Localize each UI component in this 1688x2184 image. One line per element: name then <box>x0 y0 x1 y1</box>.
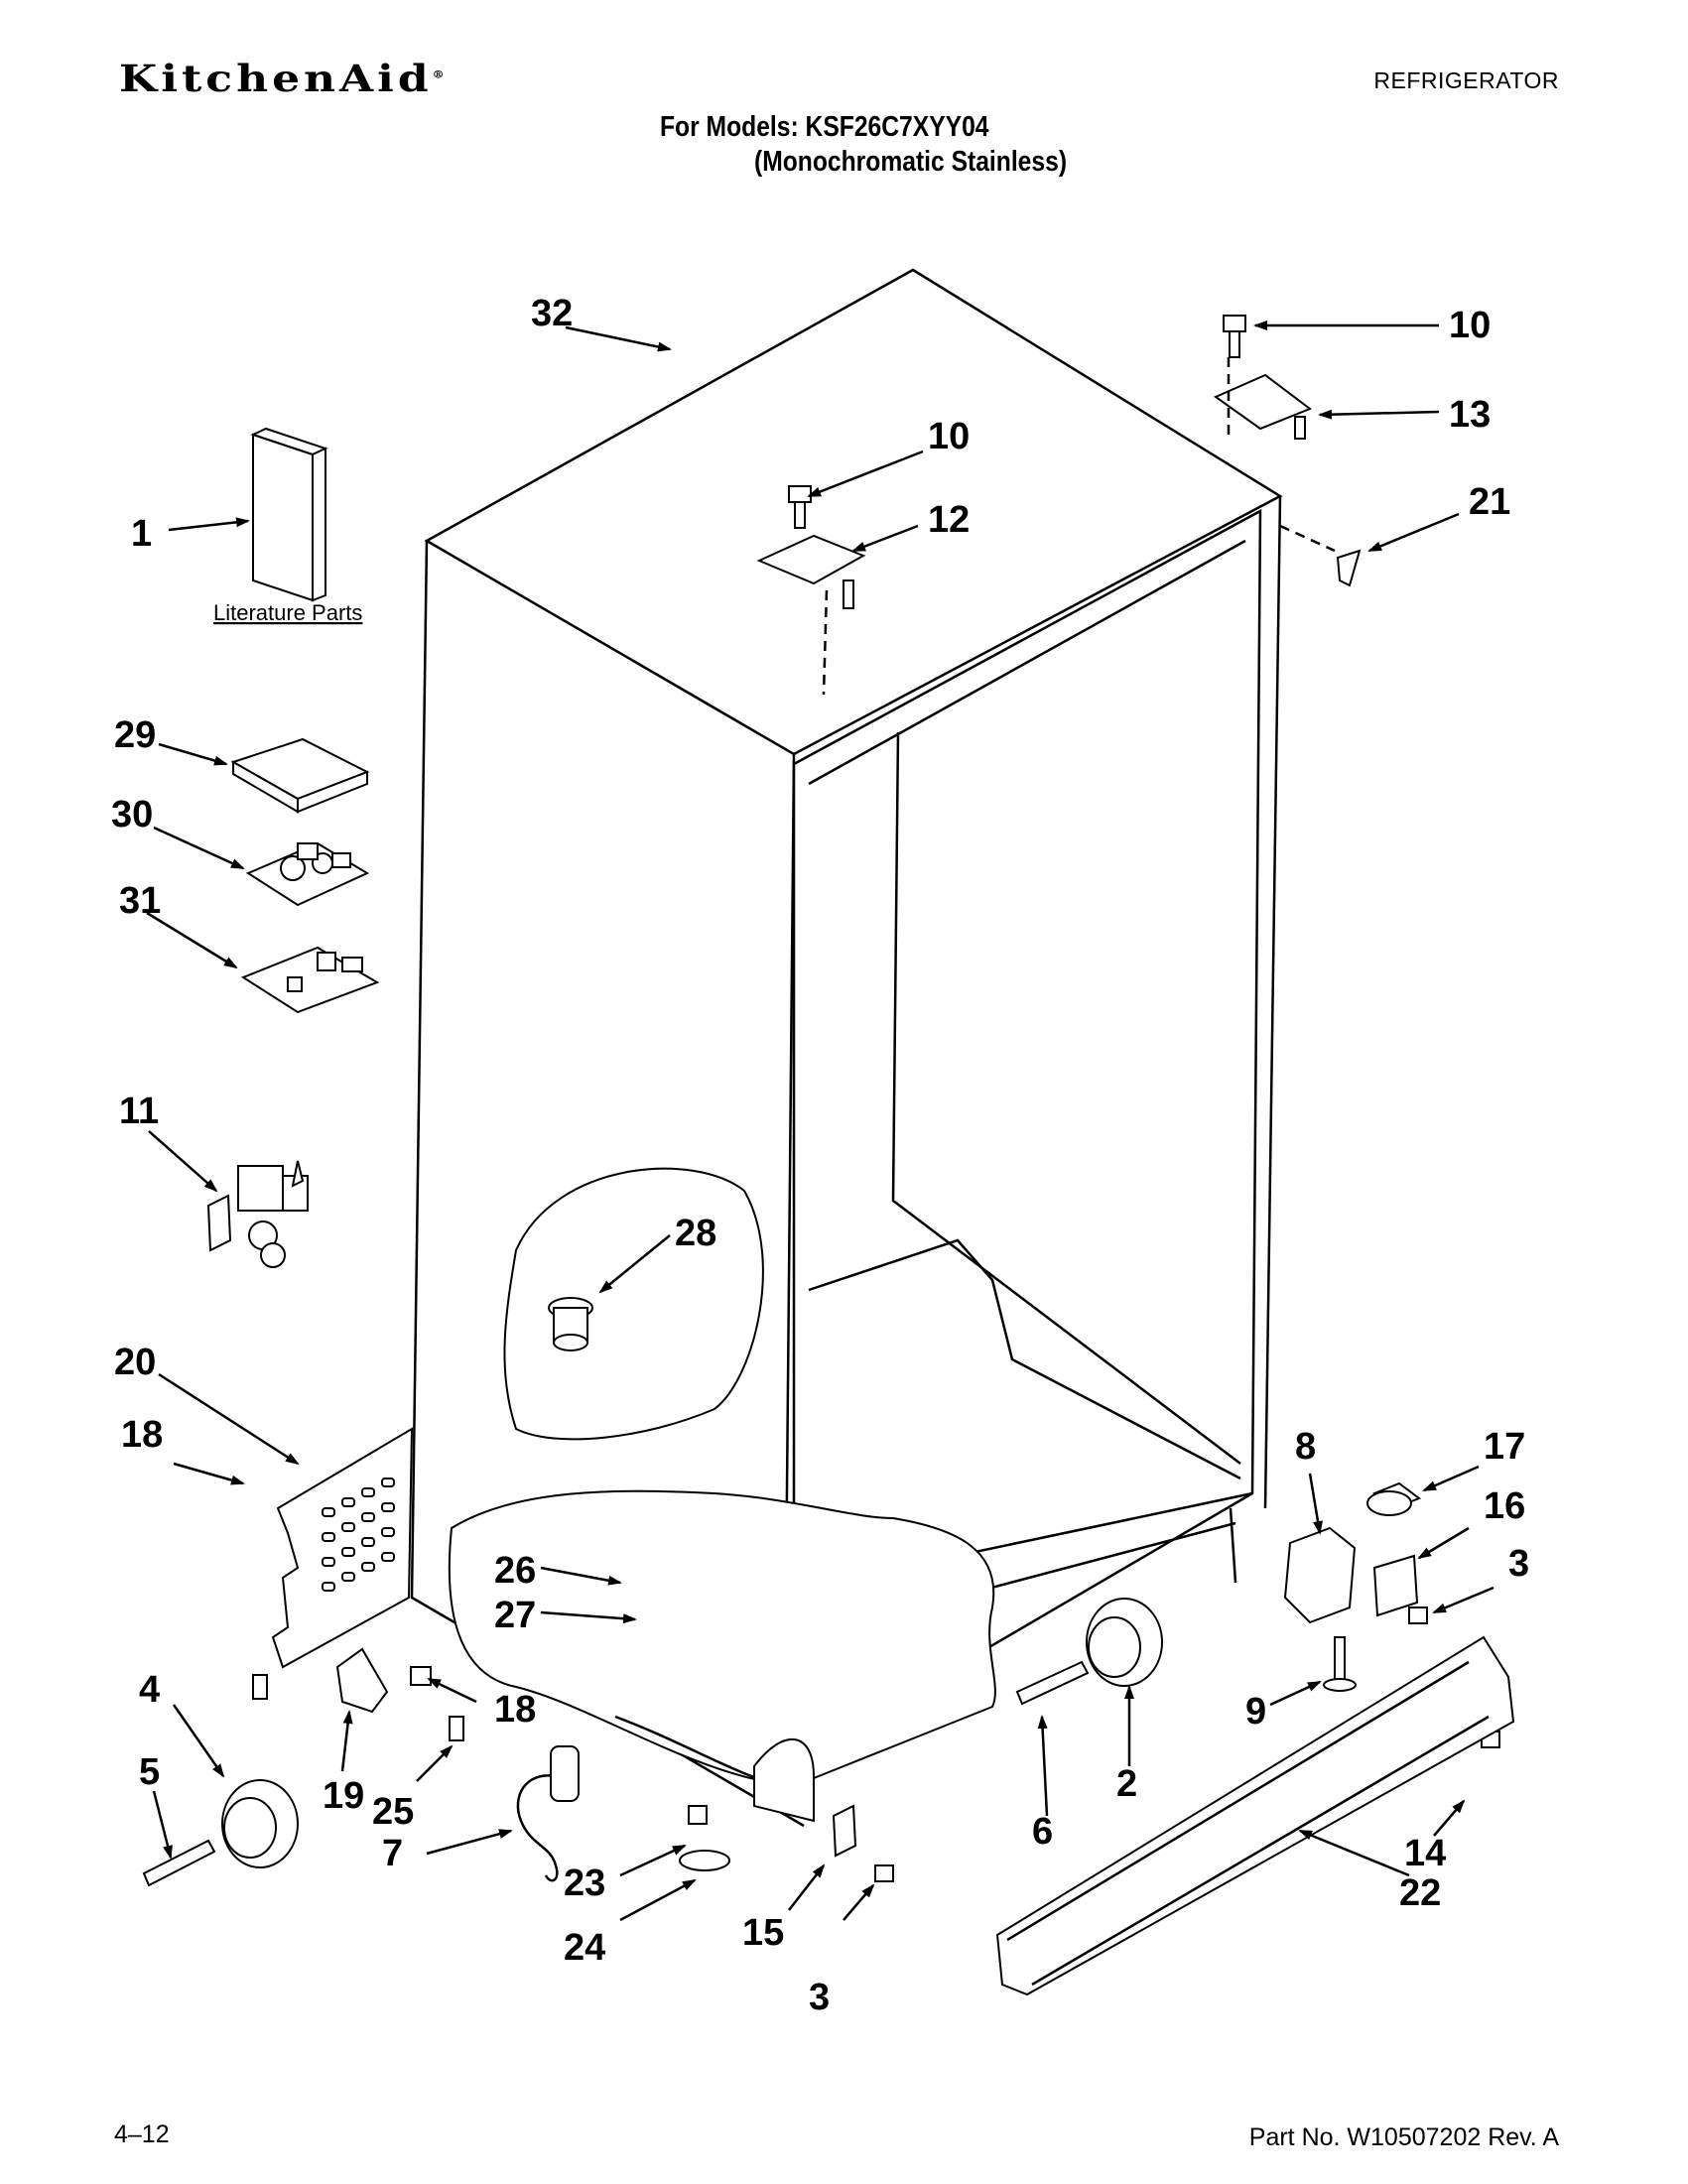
callout-11: 11 <box>119 1091 159 1132</box>
callout-29: 29 <box>114 714 156 756</box>
callout-4: 4 <box>139 1669 160 1711</box>
finish-line: (Monochromatic Stainless) <box>754 146 1068 178</box>
literature-booklet-icon <box>250 427 328 602</box>
callout-28: 28 <box>675 1213 716 1254</box>
page-number: 4–12 <box>114 2120 170 2148</box>
callout-24: 24 <box>564 1927 605 1969</box>
water-valve-icon <box>206 1160 309 1268</box>
cabinet-icon <box>410 268 1283 1828</box>
part-number: Part No. W10507202 Rev. A <box>1248 2123 1559 2151</box>
base-grille-icon <box>995 1635 1515 1996</box>
callout-25: 25 <box>372 1791 414 1833</box>
spacer-icon <box>1336 549 1362 587</box>
callout-22: 22 <box>1399 1872 1441 1914</box>
callout-20: 20 <box>114 1342 156 1383</box>
brand-mark: ® <box>432 68 445 81</box>
control-board-icon <box>240 946 380 1014</box>
leveling-leg-icon <box>1283 1481 1422 1692</box>
callout-31: 31 <box>119 880 161 922</box>
callout-13: 13 <box>1449 394 1491 436</box>
callout-6: 6 <box>1032 1811 1053 1853</box>
callout-16: 16 <box>1484 1485 1525 1527</box>
literature-parts-label: Literature Parts <box>213 600 362 625</box>
callout-5: 5 <box>139 1751 160 1793</box>
callout-18-center: 18 <box>494 1689 536 1731</box>
models-line: For Models: KSF26C7XYY04 <box>660 111 989 143</box>
brand-logo: KitchenAid® <box>119 58 445 100</box>
callout-26: 26 <box>494 1550 536 1592</box>
control-box-cover-icon <box>230 737 370 814</box>
callout-18-left: 18 <box>121 1414 163 1456</box>
callout-3-bottom: 3 <box>809 1977 830 2018</box>
callout-3-right: 3 <box>1508 1543 1529 1585</box>
callout-9: 9 <box>1245 1691 1266 1733</box>
filter-housing-icon <box>548 1297 593 1351</box>
callout-leaders <box>146 321 1494 1922</box>
callout-30: 30 <box>111 794 153 835</box>
drain-tube-icon <box>516 1745 580 1882</box>
callout-numbers: 32 10 13 10 12 1 21 29 30 31 11 28 20 18… <box>111 293 1529 2018</box>
callout-14: 14 <box>1404 1833 1446 1874</box>
callout-12: 12 <box>928 499 970 541</box>
mounting-bracket-icon <box>335 1490 1412 1871</box>
callout-23: 23 <box>564 1863 605 1904</box>
callout-32: 32 <box>531 293 573 334</box>
brand-name: KitchenAid <box>119 58 433 101</box>
callout-7: 7 <box>382 1833 403 1874</box>
hinge-icon <box>756 373 1313 609</box>
appliance-category: REFRIGERATOR <box>1373 67 1559 93</box>
callout-10-top-right: 10 <box>1449 305 1491 346</box>
callout-19: 19 <box>323 1775 364 1817</box>
access-cover-icon <box>271 1427 414 1669</box>
axle-icon <box>142 1660 1090 1887</box>
callout-10-center: 10 <box>928 416 970 457</box>
callout-1: 1 <box>131 513 152 555</box>
callout-8: 8 <box>1295 1426 1316 1468</box>
callout-15: 15 <box>742 1912 784 1954</box>
power-board-icon <box>245 841 370 907</box>
callout-2: 2 <box>1116 1763 1137 1805</box>
callout-21: 21 <box>1469 481 1510 523</box>
screw-icon <box>252 315 1500 1882</box>
callout-27: 27 <box>494 1595 536 1636</box>
callout-17: 17 <box>1484 1426 1525 1468</box>
roller-icon <box>221 1598 1163 1868</box>
